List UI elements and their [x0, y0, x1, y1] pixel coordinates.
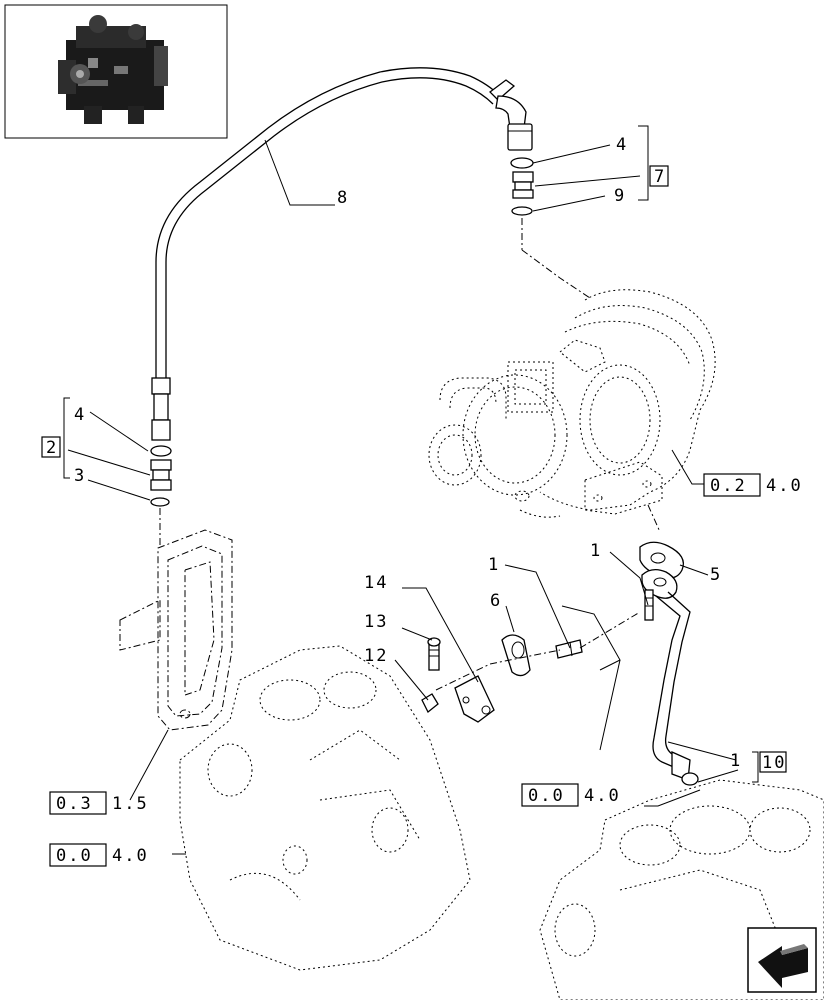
- oil-feed-pipe: [151, 67, 533, 441]
- ref-block-right[interactable]: 0.0 4.0: [521, 783, 621, 807]
- ref-turbo[interactable]: 0.2 4.0: [703, 473, 803, 497]
- callout-6[interactable]: 6: [490, 591, 502, 611]
- svg-text:0.0: 0.0: [56, 846, 93, 866]
- engine-thumbnail-icon[interactable]: [4, 4, 228, 139]
- turbo-inlet-fittings: [510, 157, 591, 299]
- engine-block-left: [179, 645, 471, 971]
- callout-13[interactable]: 13: [364, 612, 388, 632]
- svg-text:4.0: 4.0: [766, 476, 803, 496]
- engine-block-right: [539, 779, 824, 1001]
- svg-text:1.5: 1.5: [112, 794, 149, 814]
- leader-lines: [63, 125, 759, 855]
- callout-labels: 8 4 9 4 3 1 5 1 6 14 13 12 1: [74, 135, 742, 771]
- cross-references: 0.2 4.0 0.3 1.5 0.0 4.0 0.0 4.0: [49, 473, 803, 867]
- bracket-assembly: [421, 611, 641, 723]
- callout-1-upper[interactable]: 1: [590, 541, 602, 561]
- callout-5[interactable]: 5: [710, 565, 722, 585]
- svg-text:4.0: 4.0: [112, 846, 149, 866]
- oil-return-tube: [639, 541, 699, 786]
- group-2[interactable]: 2: [46, 438, 58, 458]
- callout-4-upper[interactable]: 4: [616, 135, 628, 155]
- callout-8[interactable]: 8: [337, 188, 349, 208]
- callout-3[interactable]: 3: [74, 466, 86, 486]
- svg-text:0.3: 0.3: [56, 794, 93, 814]
- callout-4-lower[interactable]: 4: [74, 405, 86, 425]
- group-10[interactable]: 10: [762, 753, 786, 773]
- callout-14[interactable]: 14: [364, 573, 388, 593]
- svg-text:4.0: 4.0: [584, 786, 621, 806]
- front-cover-gasket: [119, 529, 233, 731]
- ref-block-left[interactable]: 0.0 4.0: [49, 843, 149, 867]
- callout-12[interactable]: 12: [364, 646, 388, 666]
- callout-9[interactable]: 9: [614, 186, 626, 206]
- group-7[interactable]: 7: [654, 167, 666, 187]
- callout-1-middle[interactable]: 1: [488, 555, 500, 575]
- callout-1-lower[interactable]: 1: [730, 751, 742, 771]
- turbocharger: [428, 289, 716, 533]
- arrow-nav-icon[interactable]: [747, 927, 817, 993]
- ref-front-cover[interactable]: 0.3 1.5: [49, 791, 149, 815]
- filter-head-fittings: [150, 445, 172, 545]
- svg-text:0.0: 0.0: [528, 786, 565, 806]
- svg-text:0.2: 0.2: [710, 476, 747, 496]
- group-labels: 7 2 10: [41, 165, 787, 773]
